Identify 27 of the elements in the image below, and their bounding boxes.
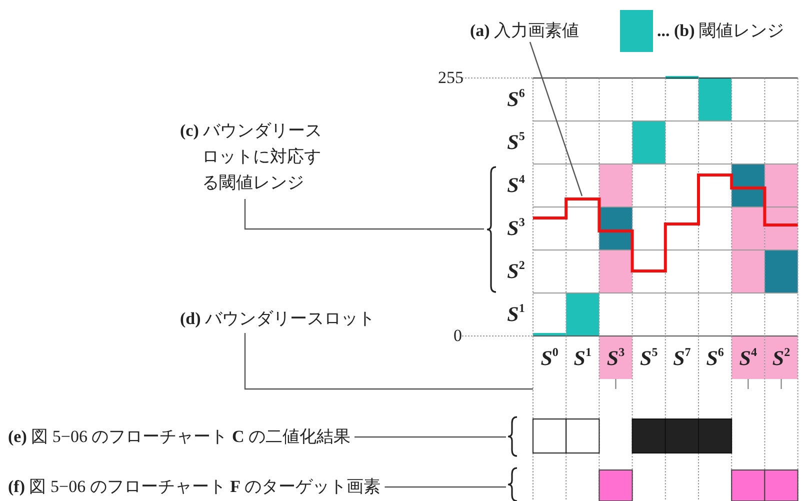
leader-line: [244, 199, 484, 230]
slot-label: S$^{5}$: [506, 130, 526, 154]
leader-line: [244, 333, 533, 390]
legend-text: ... (b) 閾値レンジ: [657, 20, 784, 42]
slot-label: S$^{0}$: [540, 346, 560, 370]
slot-label: S$^{6}$: [506, 87, 526, 111]
slot-label: S$^{3}$: [606, 346, 626, 370]
slot-label: S$^{2}$: [506, 259, 526, 283]
leader-line: [529, 42, 583, 196]
leader-line: [354, 436, 506, 438]
slot-label: S$^{7}$: [672, 346, 692, 370]
slot-label: S$^{2}$: [771, 346, 792, 370]
slot-label: S$^{4}$: [738, 346, 758, 370]
leader-line: [384, 486, 506, 488]
slot-label: S$^{5}$: [639, 346, 659, 370]
slot-label: S$^{4}$: [506, 173, 526, 197]
annotation-text: (f) 図 5−06 のフローチャート F のターゲット画素: [8, 476, 381, 498]
annotation-text: (c) バウンダリースロットに対応する閾値レンジ: [180, 118, 323, 196]
tick-label: 255: [438, 67, 462, 89]
annotation-text: (e) 図 5−06 のフローチャート C の二値化結果: [8, 426, 350, 448]
slot-label: S$^{1}$: [572, 346, 592, 370]
annotation-text: (d) バウンダリースロット: [180, 308, 376, 330]
slot-label: S$^{1}$: [506, 302, 526, 326]
slot-label: S$^{3}$: [506, 216, 526, 240]
tick-label: 0: [452, 325, 462, 347]
annotation-text: (a) 入力画素値: [470, 20, 580, 42]
slot-label: S$^{6}$: [705, 346, 725, 370]
